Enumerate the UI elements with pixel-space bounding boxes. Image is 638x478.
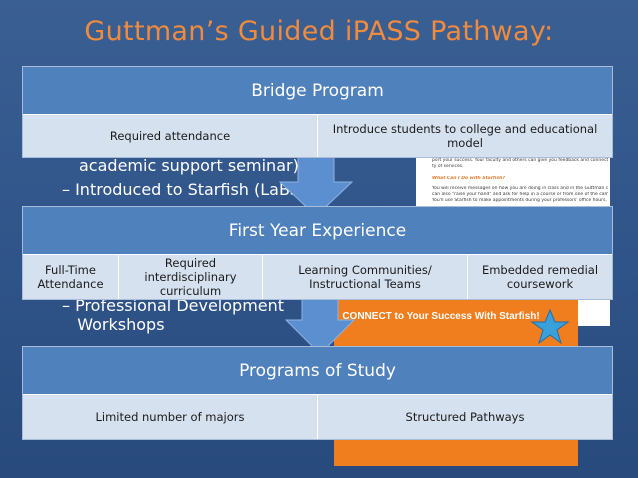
bridge-cell: Introduce students to college and educat…	[332, 122, 598, 150]
programs-of-study-row: Limited number of majors Structured Path…	[23, 395, 612, 439]
first-year-row: Full-Time Attendance Required interdisci…	[23, 255, 612, 299]
first-year-cell: Full-Time Attendance	[23, 255, 119, 299]
flyer-text-line: ty of services.	[432, 164, 464, 169]
connect-text: CONNECT to Your Success With Starfish!	[342, 311, 540, 322]
bridge-program-title: Bridge Program	[23, 67, 612, 115]
bg-bullet: – Professional Development	[62, 296, 285, 315]
programs-of-study-title: Programs of Study	[23, 347, 612, 395]
first-year-title: First Year Experience	[23, 207, 612, 255]
bg-bullet: Workshops	[62, 315, 165, 334]
programs-cell: Limited number of majors	[23, 395, 318, 439]
slide-title: Guttman’s Guided iPASS Pathway:	[84, 16, 554, 47]
first-year-box: First Year Experience Full-Time Attendan…	[22, 206, 613, 300]
flyer-text-line: You'll use Starfish to make appointments…	[432, 198, 608, 203]
bg-bullet: academic support seminar)	[79, 156, 299, 175]
bg-bullet: – Introduced to Starfish (LaBSS	[62, 180, 310, 199]
first-year-cell: Embedded remedial coursework	[481, 263, 599, 291]
bridge-cell: Required attendance	[23, 115, 318, 157]
first-year-cell: Required interdisciplinary curriculum	[119, 255, 263, 299]
flyer-question: What Can I Do with Starfish?	[432, 176, 505, 181]
programs-of-study-box: Programs of Study Limited number of majo…	[22, 346, 613, 440]
down-arrow	[278, 154, 354, 217]
flyer-text-line: port your success. Your faculty and othe…	[432, 158, 608, 163]
bridge-program-row: Required attendance Introduce students t…	[23, 115, 612, 157]
first-year-cell: Learning Communities/ Instructional Team…	[263, 255, 468, 299]
bridge-program-box: Bridge Program Required attendance Intro…	[22, 66, 613, 158]
star-icon	[530, 308, 570, 345]
programs-cell: Structured Pathways	[405, 410, 525, 424]
flyer-text-line: You will receive messages on how you are…	[432, 186, 608, 191]
flyer-text-line: can also "raise your hand" and ask for h…	[432, 192, 608, 197]
